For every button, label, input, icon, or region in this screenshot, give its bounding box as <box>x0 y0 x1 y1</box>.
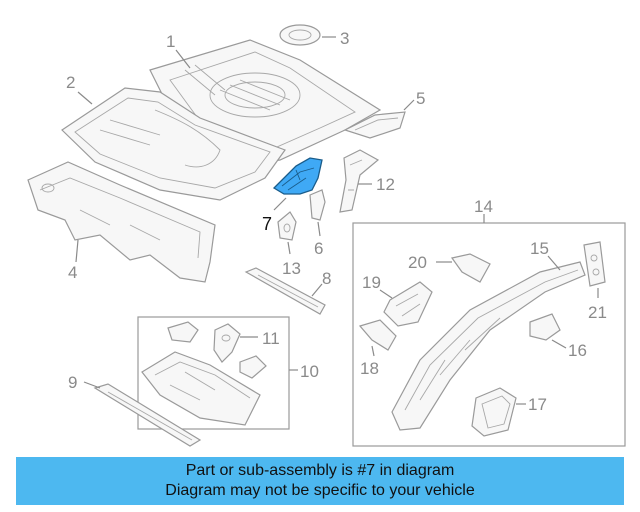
callout-14: 14 <box>474 197 493 216</box>
info-banner: Part or sub-assembly is #7 in diagram Di… <box>16 457 624 505</box>
part-4-crossmember <box>27 161 216 283</box>
callout-9: 9 <box>68 373 77 392</box>
parts-diagram: 1 3 2 4 5 7 6 <box>27 24 626 447</box>
part-7-highlighted <box>272 157 323 195</box>
callout-5: 5 <box>416 89 425 108</box>
part-9-sill <box>93 383 202 447</box>
callout-18: 18 <box>360 359 379 378</box>
leader-2 <box>77 91 93 105</box>
part-3-plug <box>279 24 321 46</box>
leader-7 <box>273 197 287 211</box>
callout-16: 16 <box>568 341 587 360</box>
part-10-bracket-a <box>167 321 199 343</box>
part-18-bracket <box>358 319 397 351</box>
leader-4 <box>75 239 79 263</box>
callout-13: 13 <box>282 259 301 278</box>
part-11-bracket <box>213 323 241 363</box>
banner-line-1: Part or sub-assembly is #7 in diagram <box>185 462 455 479</box>
leader-16 <box>551 339 567 349</box>
part-10-bracket-b <box>239 355 267 379</box>
part-15-side-member <box>391 261 586 431</box>
part-19-bracket <box>383 281 433 327</box>
callout-20: 20 <box>408 253 427 272</box>
callout-8: 8 <box>322 269 331 288</box>
callout-17: 17 <box>528 395 547 414</box>
callout-2: 2 <box>66 73 75 92</box>
part-12-reinforcement <box>339 149 380 213</box>
callout-15: 15 <box>530 239 549 258</box>
leader-13 <box>287 241 291 255</box>
leader-6 <box>317 221 321 237</box>
group-14-box <box>352 222 626 447</box>
part-10-floor-panel <box>141 351 261 426</box>
leader-15 <box>547 255 561 271</box>
callout-19: 19 <box>362 273 381 292</box>
leader-18 <box>371 345 375 357</box>
group-10-box <box>137 316 290 430</box>
leader-19 <box>379 289 393 299</box>
callout-1: 1 <box>166 32 175 51</box>
leader-5 <box>403 99 415 111</box>
callout-3: 3 <box>340 29 349 48</box>
part-2-center-floor <box>61 87 286 201</box>
callout-12: 12 <box>376 175 395 194</box>
part-6-bracket <box>309 189 326 221</box>
leader-8 <box>311 283 323 297</box>
leader-9 <box>83 381 101 389</box>
callout-7: 7 <box>262 214 272 234</box>
part-13-plate <box>277 211 297 241</box>
part-21-plate <box>583 241 606 287</box>
leader-1 <box>175 49 191 69</box>
part-16-bracket <box>529 313 561 341</box>
banner-line-2: Diagram may not be specific to your vehi… <box>165 482 475 499</box>
callout-10: 10 <box>300 362 319 381</box>
callout-4: 4 <box>68 263 77 282</box>
part-8-rail <box>244 267 326 315</box>
callout-11: 11 <box>262 329 280 348</box>
part-17-box <box>471 387 517 437</box>
callout-6: 6 <box>314 239 323 258</box>
part-5-bracket <box>343 111 406 139</box>
callout-21: 21 <box>588 303 607 322</box>
part-20-bracket <box>450 253 491 283</box>
